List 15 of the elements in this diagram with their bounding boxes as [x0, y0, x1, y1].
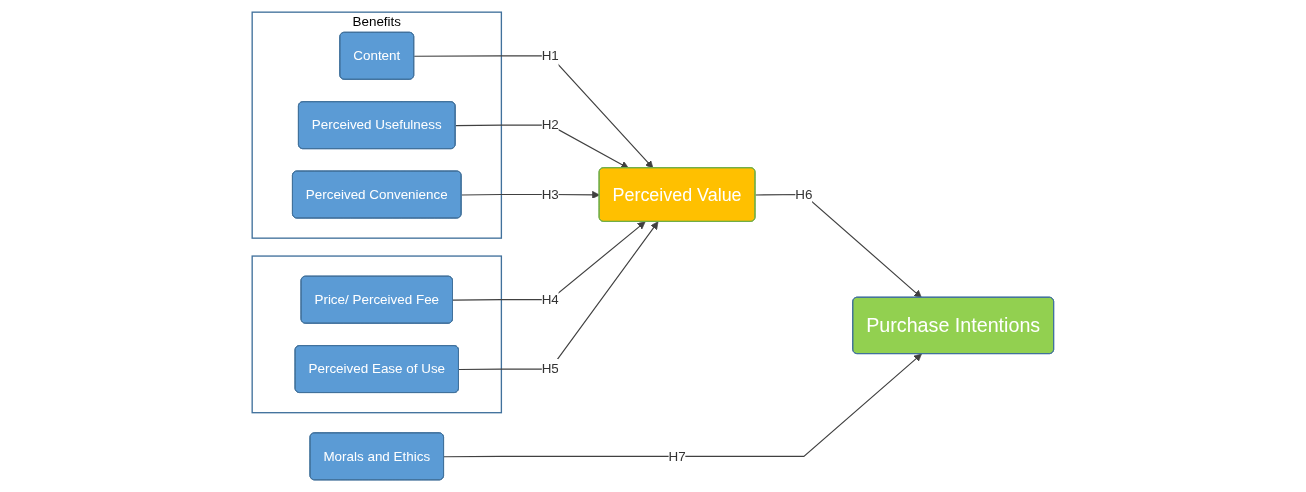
arrow: [452, 221, 646, 301]
arrow: [443, 353, 922, 458]
edge-label: H4: [541, 291, 559, 307]
arrow: [455, 124, 629, 169]
arrow: [413, 55, 654, 169]
cluster: [251, 255, 503, 414]
edge-label: H6: [795, 186, 813, 202]
edge-label: H5: [541, 360, 559, 376]
edge-label: H1: [541, 47, 559, 63]
arrow: [461, 190, 600, 199]
edge-label: H3: [541, 186, 559, 202]
edge-label: H7: [668, 448, 686, 464]
arrow: [754, 193, 922, 299]
arrow: [458, 221, 659, 371]
edge-label: H2: [541, 116, 559, 133]
